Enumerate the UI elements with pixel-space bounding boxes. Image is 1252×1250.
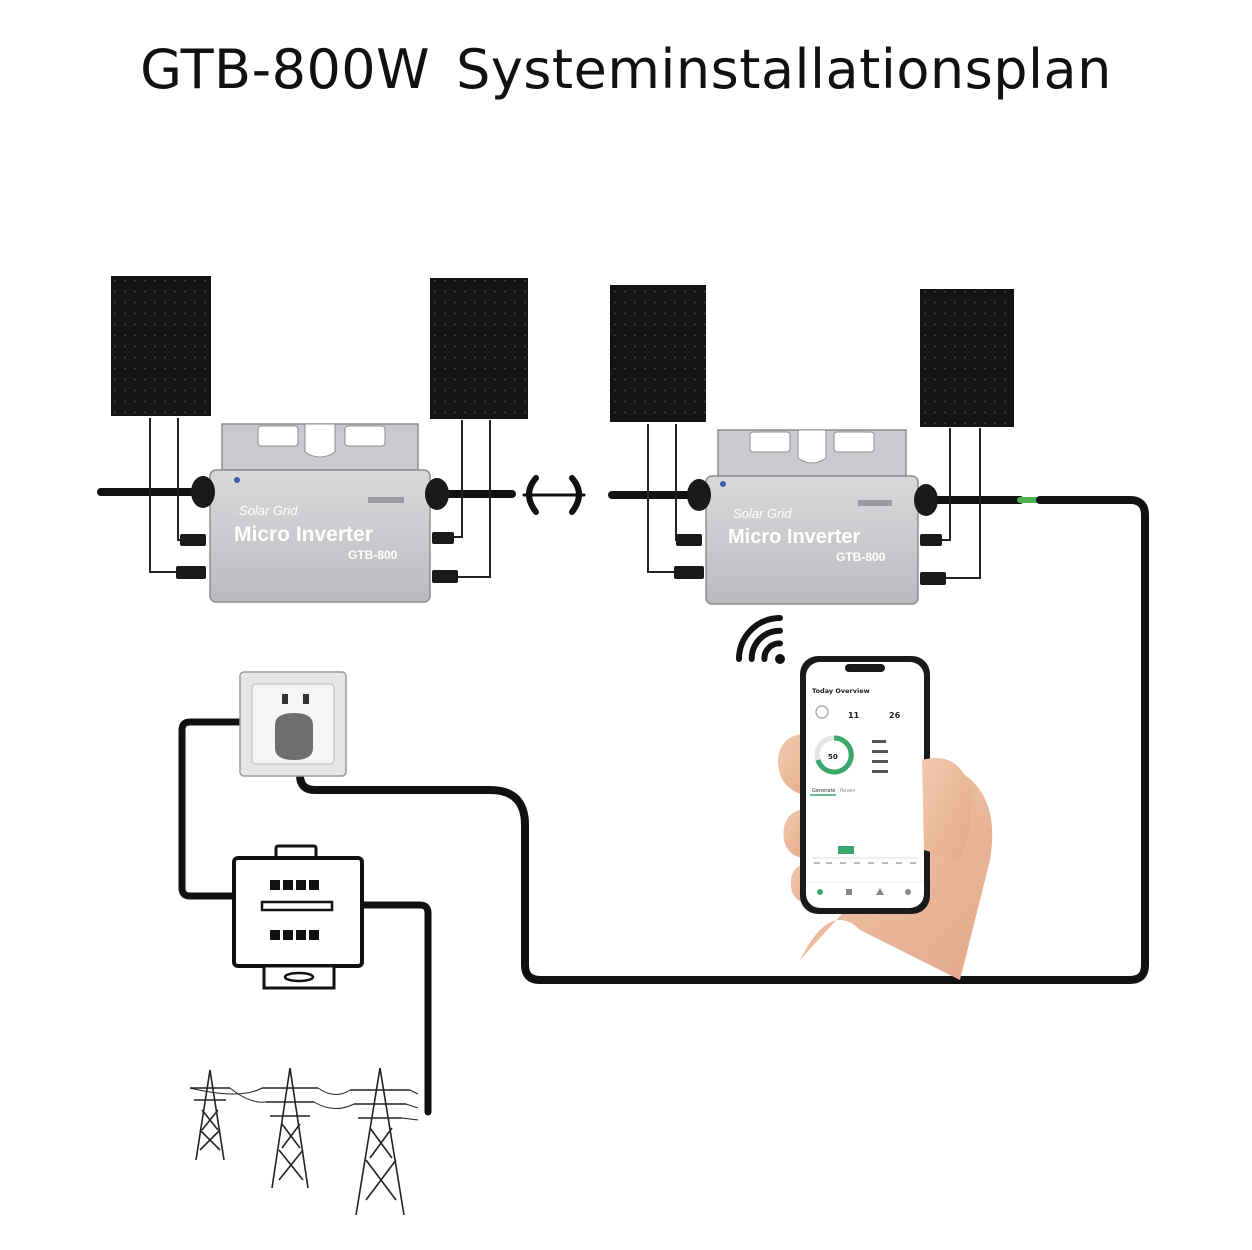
grid-cable-to-socket [296,496,1149,984]
energy-meter-icon [232,844,364,990]
app-bottom-nav [817,888,911,895]
hand-fingers-back [922,758,972,860]
cable-socket-to-meter [178,718,244,900]
title-model: GTB-800W [140,38,431,101]
pylon-1 [190,1069,230,1161]
app-stat-b: 26 [889,711,901,720]
page-title: GTB-800W Systeminstallationsplan [0,38,1252,101]
cable-meter-to-grid [358,901,432,1116]
hand-with-phone: Today Overview 11 26 50 Generate Reven [778,656,993,980]
micro-inverter-2: Solar Grid Micro Inverter GTB-800 [674,429,946,605]
inverter-1-model: GTB-800 [348,548,398,562]
solar-panel-1 [111,276,211,416]
pylon-3 [350,1067,410,1216]
app-stat-a: 11 [848,711,860,720]
solar-panels [111,276,1014,427]
power-pylon-icon [189,1067,419,1216]
app-gauge-value: 50 [828,753,838,761]
ac-cables [97,488,1149,1116]
inverter-2-model: GTB-800 [836,550,886,564]
title-text: Systeminstallationsplan [456,38,1112,101]
solar-panel-3 [610,285,706,422]
wall-socket-icon [239,671,347,777]
solar-panel-2 [430,278,528,419]
inverter-2-brand: Solar Grid [733,506,792,521]
phone-screen [806,662,924,908]
app-gauge [815,735,854,775]
inverter-1-brand: Solar Grid [239,503,298,518]
wifi-icon [735,614,785,664]
app-screen-title: Today Overview [812,687,870,695]
app-tab-revenue: Reven [840,788,856,794]
inverter-2-name: Micro Inverter [728,526,860,548]
inverter-1-name: Micro Inverter [234,523,373,546]
pylon-2 [262,1067,318,1189]
micro-inverter-1: Solar Grid Micro Inverter GTB-800 [176,423,458,603]
app-tab-generate: Generate [812,788,835,794]
cable-break-symbol [522,475,586,515]
solar-panel-4 [920,289,1014,427]
app-chart-bar [838,846,854,854]
